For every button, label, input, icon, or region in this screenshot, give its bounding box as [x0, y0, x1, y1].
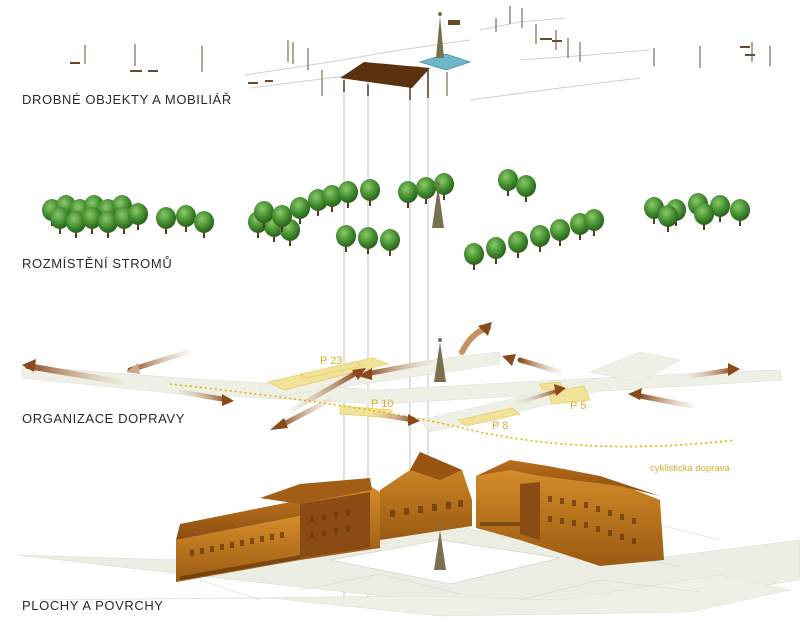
tree-trunk: [263, 220, 265, 228]
tree-canopy: [710, 195, 730, 217]
parking-label-p5: P 5: [570, 400, 586, 412]
tree-trunk: [317, 208, 319, 216]
tree-canopy: [730, 199, 750, 221]
tree-canopy: [464, 243, 484, 265]
tree-trunk: [107, 230, 109, 238]
tree-trunk: [473, 262, 475, 270]
tree-trunk: [369, 198, 371, 206]
parking-label-p8: P 8: [492, 420, 508, 432]
tree-canopy: [322, 185, 342, 207]
cycle-label: cyklistická doprava: [650, 463, 730, 474]
tree-trunk: [185, 224, 187, 232]
tree-trunk: [389, 248, 391, 256]
tree-canopy: [338, 181, 358, 203]
tree-canopy: [254, 201, 274, 223]
tree-canopy: [156, 207, 176, 229]
tree-trunk: [407, 200, 409, 208]
tree-canopy: [358, 227, 378, 249]
tree-canopy: [550, 219, 570, 241]
tree-canopy: [82, 207, 102, 229]
tree-canopy: [434, 173, 454, 195]
tree-canopy: [516, 175, 536, 197]
tree-canopy: [66, 211, 86, 233]
tree-trunk: [739, 218, 741, 226]
tree-canopy: [530, 225, 550, 247]
layer-label-surfaces: PLOCHY A POVRCHY: [22, 598, 164, 613]
tree-canopy: [272, 205, 292, 227]
tree-canopy: [694, 203, 714, 225]
tree-trunk: [91, 226, 93, 234]
tree-canopy: [658, 205, 678, 227]
tree-canopy: [380, 229, 400, 251]
tree-canopy: [498, 169, 518, 191]
layer-small-objects: [70, 6, 771, 101]
tree-canopy: [336, 225, 356, 247]
tree-canopy: [50, 207, 70, 229]
tree-trunk: [123, 226, 125, 234]
tree-trunk: [367, 246, 369, 254]
tree-trunk: [559, 238, 561, 246]
tree-canopy: [128, 203, 148, 225]
tree-canopy: [398, 181, 418, 203]
layer-label-traffic: ORGANIZACE DOPRAVY: [22, 411, 185, 426]
parking-label-p10: P 10: [371, 398, 393, 410]
tree-trunk: [75, 230, 77, 238]
tree-trunk: [593, 228, 595, 236]
tree-canopy: [176, 205, 196, 227]
tree-trunk: [653, 216, 655, 224]
layer-label-trees: ROZMÍSTĚNÍ STROMŮ: [22, 256, 173, 271]
parking-label-p23: P 23: [320, 355, 342, 367]
tree-trunk: [281, 224, 283, 232]
tree-canopy: [584, 209, 604, 231]
tree-trunk: [719, 214, 721, 222]
tree-trunk: [137, 222, 139, 230]
tree-trunk: [507, 188, 509, 196]
tree-trunk: [331, 204, 333, 212]
layer-surfaces: [17, 452, 800, 617]
tree-trunk: [165, 226, 167, 234]
traffic-arrows: [22, 322, 740, 430]
tree-trunk: [257, 230, 259, 238]
tree-trunk: [347, 200, 349, 208]
tree-trunk: [667, 224, 669, 232]
tree-trunk: [289, 238, 291, 246]
tree-trunk: [495, 256, 497, 264]
tree-trunk: [703, 222, 705, 230]
layer-traffic: P 23 P 10 P 8 P 5 cyklistická doprava: [21, 322, 783, 474]
tree-trunk: [345, 244, 347, 252]
tree-trunk: [59, 226, 61, 234]
cycle-route: [169, 383, 736, 448]
tree-trunk: [525, 194, 527, 202]
tree-trunk: [539, 244, 541, 252]
tree-canopy: [508, 231, 528, 253]
tree-trunk: [273, 234, 275, 242]
tree-trunk: [203, 230, 205, 238]
layer-trees: [42, 169, 750, 270]
tree-trunk: [517, 250, 519, 258]
tree-canopy: [98, 211, 118, 233]
tree-trunk: [425, 196, 427, 204]
tree-trunk: [443, 192, 445, 200]
tree-trunk: [579, 232, 581, 240]
layer-label-small-objects: DROBNÉ OBJEKTY A MOBILIÁŘ: [22, 92, 232, 107]
tree-canopy: [416, 177, 436, 199]
tree-canopy: [360, 179, 380, 201]
tree-canopy: [486, 237, 506, 259]
tree-layer-statue: [432, 182, 444, 228]
tree-trunk: [299, 216, 301, 224]
tree-canopy: [194, 211, 214, 233]
tree-canopy: [290, 197, 310, 219]
